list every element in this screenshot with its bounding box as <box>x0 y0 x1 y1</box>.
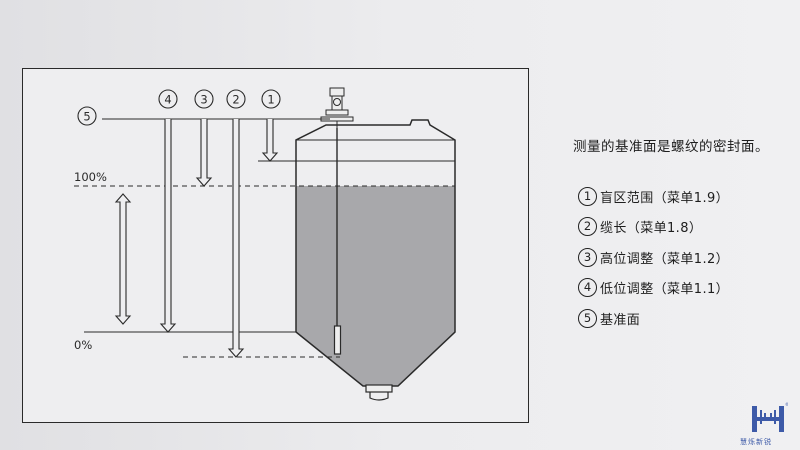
probe-weight <box>333 325 342 355</box>
level-sensor <box>320 87 354 128</box>
bottom-flange <box>365 384 393 401</box>
arrow-1-dead-zone <box>261 119 279 162</box>
svg-text:2: 2 <box>232 93 239 107</box>
level-label-0: 0% <box>74 338 92 352</box>
legend-item-3: 3 高位调整（菜单1.2） <box>578 244 729 270</box>
marker-1: 1 <box>261 89 281 109</box>
legend-number: 5 <box>578 308 597 328</box>
legend-number: 4 <box>578 278 597 297</box>
marker-2: 2 <box>226 89 246 109</box>
legend-text: 低位调整（菜单1.1） <box>600 282 730 297</box>
legend-text: 基准面 <box>600 312 641 328</box>
legend-number: 3 <box>578 247 597 267</box>
legend-text: 缆长（菜单1.8） <box>600 221 703 236</box>
arrow-2-cable-length <box>227 119 245 358</box>
legend-item-5: 5 基准面 <box>578 305 729 331</box>
brand-name: 慧烁新锐 <box>740 438 772 446</box>
arrow-3-high-adjust <box>195 119 213 187</box>
svg-text:5: 5 <box>83 110 90 124</box>
legend-item-2: 2 缆长（菜单1.8） <box>578 214 729 240</box>
svg-text:1: 1 <box>267 93 274 107</box>
arrow-4-low-adjust <box>159 119 177 333</box>
legend-number: 1 <box>578 186 597 206</box>
legend-item-4: 4 低位调整（菜单1.1） <box>578 275 729 301</box>
brand-logo-icon: ® <box>752 402 788 432</box>
marker-5: 5 <box>77 106 97 126</box>
svg-text:®: ® <box>785 402 788 407</box>
level-label-100: 100% <box>74 170 107 184</box>
legend-number: 2 <box>578 217 597 236</box>
datum-note: 测量的基准面是螺纹的密封面。 <box>573 139 769 155</box>
marker-3: 3 <box>194 89 214 109</box>
arrow-measuring-range <box>114 193 132 325</box>
svg-text:3: 3 <box>200 93 207 107</box>
legend-text: 高位调整（菜单1.2） <box>600 251 730 267</box>
marker-4: 4 <box>158 89 178 109</box>
legend-list: 1 盲区范围（菜单1.9） 2 缆长（菜单1.8） 3 高位调整（菜单1.2） … <box>578 183 729 336</box>
svg-text:4: 4 <box>164 93 171 107</box>
legend-item-1: 1 盲区范围（菜单1.9） <box>578 183 729 209</box>
liquid-fill <box>296 186 455 386</box>
legend-text: 盲区范围（菜单1.9） <box>600 190 730 206</box>
